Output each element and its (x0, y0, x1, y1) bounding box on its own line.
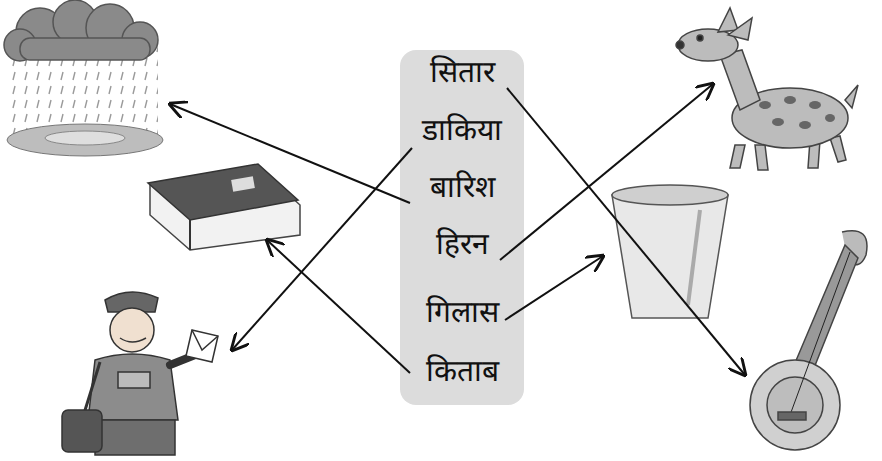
word-panel: सितार डाकिया बारिश हिरन गिलास किताब (400, 50, 524, 405)
deer-spots (759, 96, 835, 129)
word-label: सितार (430, 54, 495, 90)
cloud (4, 0, 158, 61)
veena-bridge (778, 412, 806, 420)
word-label: गिलास (426, 294, 499, 330)
deer-picture (676, 8, 858, 170)
veena-body (750, 360, 840, 450)
veena-neck (792, 245, 858, 378)
deer-ear (718, 8, 738, 32)
puddle (7, 124, 163, 156)
match-arrow (267, 240, 410, 373)
book-label (231, 176, 255, 192)
match-arrow (170, 104, 410, 203)
match-arrow (500, 84, 713, 260)
glass-rim (612, 185, 728, 205)
postman-legs (95, 420, 175, 455)
deer-leg (830, 136, 846, 162)
envelope-flap (192, 330, 218, 350)
match-arrow (507, 88, 745, 375)
book-picture (148, 164, 300, 250)
glass-body (612, 195, 728, 318)
postman-head (110, 308, 154, 352)
postman-bag (62, 410, 102, 452)
postman-moustache (120, 338, 146, 342)
veena-picture (750, 231, 867, 450)
book-cover (148, 164, 298, 220)
word-label: किताब (426, 353, 499, 389)
deer-leg (755, 145, 768, 170)
rain-picture (4, 0, 163, 156)
deer-ear (728, 18, 752, 40)
deer-tail (845, 85, 858, 108)
puddle-ripple (45, 131, 125, 145)
postman-body (88, 354, 178, 420)
veena-body-inner (767, 377, 823, 433)
word-label: हिरन (436, 226, 489, 262)
deer-eye (697, 35, 703, 41)
deer-neck (720, 50, 760, 110)
postman-picture (62, 292, 218, 455)
envelope (186, 330, 218, 362)
glass-shine (688, 210, 700, 305)
book-spine (189, 220, 191, 250)
match-arrow (232, 148, 412, 350)
glass-picture (612, 185, 728, 318)
veena-string (790, 252, 850, 415)
deer-leg (730, 145, 745, 168)
word-label: बारिश (430, 169, 495, 205)
deer-nose (676, 41, 684, 49)
word-label: डाकिया (422, 112, 502, 148)
letters (118, 372, 150, 388)
